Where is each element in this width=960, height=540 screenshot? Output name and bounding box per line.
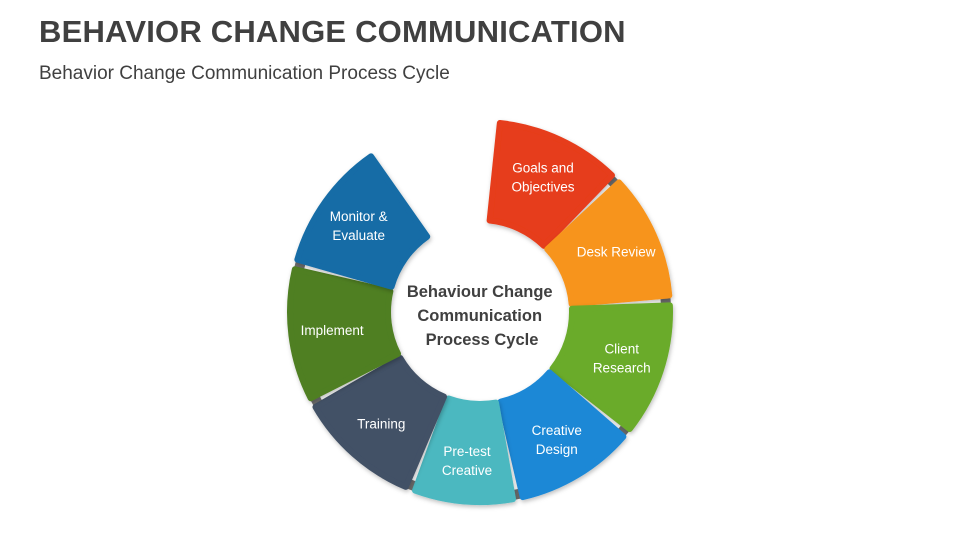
center-label-line-3: Process Cycle — [426, 331, 539, 349]
segment-label-line: Training — [357, 417, 405, 432]
segment-shape — [497, 369, 627, 501]
cycle-segment: Training — [312, 355, 448, 490]
segment-label-line: Pre-test — [443, 444, 491, 459]
segment-shape — [287, 266, 402, 402]
segment-shape — [294, 153, 431, 290]
segment-label: Training — [357, 417, 405, 432]
segment-connector — [310, 396, 323, 406]
segment-connector — [294, 261, 306, 270]
cycle-segment: Desk Review — [544, 179, 673, 307]
segment-label-line: Objectives — [511, 179, 574, 194]
segment-label-line: Desk Review — [577, 244, 656, 259]
segment-label-line: Implement — [301, 323, 364, 338]
page-title: BEHAVIOR CHANGE COMMUNICATION — [39, 14, 626, 49]
segment-label-line: Client — [604, 342, 639, 357]
segment-shape — [412, 395, 516, 505]
segment-shape — [486, 120, 615, 249]
segment-label-line: Evaluate — [332, 228, 385, 243]
cycle-segment: Implement — [287, 266, 402, 402]
center-label-line-2: Communication — [417, 307, 542, 325]
segment-label-line: Design — [536, 442, 578, 457]
segment-shape — [312, 355, 448, 490]
segment-shape — [544, 179, 673, 307]
segment-connector — [618, 425, 629, 436]
segment-label-line: Research — [593, 361, 651, 376]
segment-label-line: Goals and — [512, 160, 574, 175]
segment-label: Implement — [301, 323, 364, 338]
segment-label-line: Creative — [532, 423, 582, 438]
segment-connector — [660, 297, 671, 304]
segment-connectors — [294, 176, 671, 500]
segment-label: Monitor & Evaluate — [330, 209, 388, 243]
center-label-line-1: Behaviour Change — [407, 283, 553, 301]
page-subtitle: Behavior Change Communication Process Cy… — [39, 63, 450, 84]
segment-connector — [513, 488, 521, 500]
segment-connector — [407, 479, 416, 491]
segment-shape — [549, 302, 673, 432]
cycle-segment: Monitor & Evaluate — [294, 153, 431, 290]
segment-connector — [607, 176, 618, 187]
segment-label-line: Monitor & — [330, 209, 388, 224]
center-label: Behaviour Change Communication Process C… — [407, 283, 557, 349]
segment-label: Desk Review — [577, 244, 656, 259]
segment-label-line: Creative — [442, 463, 492, 478]
